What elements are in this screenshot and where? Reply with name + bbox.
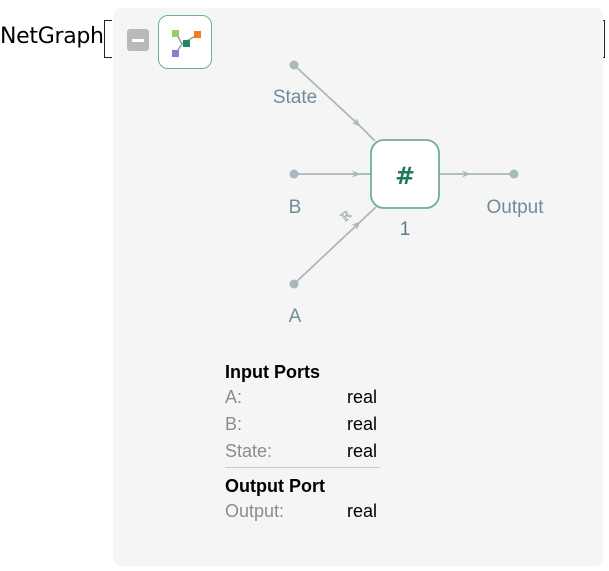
netgraph-head: NetGraph <box>0 24 104 49</box>
output-port-title: Output Port <box>225 476 325 496</box>
port-info-panel: Input Ports A: real B: real State: real … <box>225 360 385 525</box>
netgraph-icon-button[interactable] <box>158 15 212 69</box>
edge-type-annotation: ℝ <box>338 207 356 225</box>
layer-node[interactable] <box>370 139 440 209</box>
b-port-dot <box>289 169 299 179</box>
b-port-label: B <box>289 197 302 218</box>
output-port-dot <box>509 169 519 179</box>
collapse-minus-icon[interactable] <box>127 29 149 51</box>
input-port-name: State: <box>225 441 273 461</box>
layer-node-index: 1 <box>400 219 411 240</box>
a-port-label: A <box>289 306 302 327</box>
input-port-type: real <box>347 414 378 434</box>
output-port-name: Output: <box>225 501 285 521</box>
state-port-label: State <box>273 87 317 108</box>
edge-a-to-node <box>293 221 361 285</box>
input-port-row: State: real <box>225 438 385 465</box>
layer-node-symbol: # <box>395 162 415 190</box>
output-port-type: real <box>347 501 378 521</box>
input-port-row: B: real <box>225 411 385 438</box>
input-port-name: B: <box>225 414 243 434</box>
edge-state-to-node <box>293 64 361 127</box>
output-port-row: Output: real <box>225 498 385 525</box>
input-port-type: real <box>347 441 378 461</box>
netgraph-panel <box>113 8 603 566</box>
section-divider <box>225 467 380 468</box>
input-port-type: real <box>347 387 378 407</box>
left-bracket <box>104 20 112 58</box>
input-port-name: A: <box>225 387 243 407</box>
output-port-label: Output <box>486 197 544 218</box>
input-ports-title: Input Ports <box>225 362 320 382</box>
input-port-row: A: real <box>225 384 385 411</box>
state-port-dot <box>289 60 299 70</box>
a-port-dot <box>289 279 299 289</box>
netgraph-icon <box>172 30 201 57</box>
